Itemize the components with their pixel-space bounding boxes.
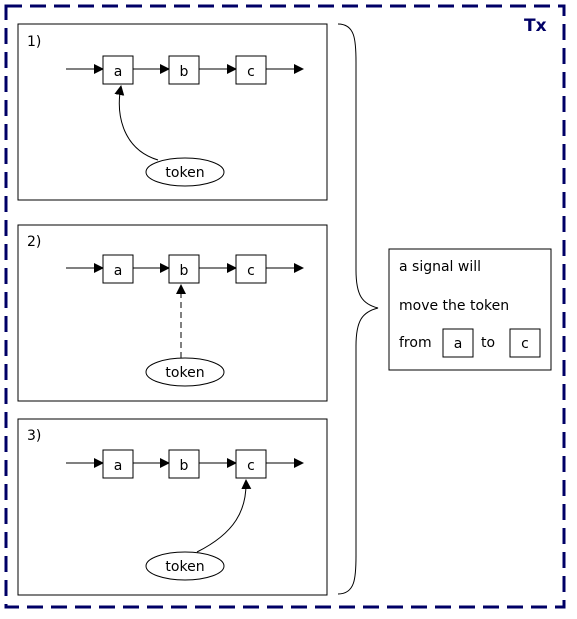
node-c-label: c <box>247 64 255 80</box>
token-label: token <box>165 165 204 181</box>
step-label: 3) <box>27 428 41 444</box>
node-c <box>235 449 267 479</box>
token-ellipse <box>145 157 225 187</box>
curly-brace <box>337 23 379 595</box>
node-b <box>168 55 200 85</box>
panel-2: 2) a b c token <box>17 224 328 402</box>
token-label: token <box>165 559 204 575</box>
node-a <box>102 55 134 85</box>
note-to-node <box>509 328 541 358</box>
node-a <box>102 254 134 284</box>
node-c <box>235 254 267 284</box>
note-from-node-label: a <box>454 336 463 352</box>
node-b-label: b <box>180 263 189 279</box>
node-b-label: b <box>180 458 189 474</box>
note-to-node-label: c <box>521 336 529 352</box>
node-a-label: a <box>114 64 123 80</box>
tx-container <box>4 4 566 609</box>
step-label: 2) <box>27 234 41 250</box>
node-c-label: c <box>247 263 255 279</box>
note-line-1: a signal will <box>399 259 481 275</box>
note-from-node <box>442 328 474 358</box>
tx-label: Tx <box>524 16 547 36</box>
node-a-label: a <box>114 458 123 474</box>
node-b-label: b <box>180 64 189 80</box>
token-label: token <box>165 365 204 381</box>
token-link <box>114 85 159 161</box>
node-a <box>102 449 134 479</box>
note-to-label: to <box>481 335 495 351</box>
node-c <box>235 55 267 85</box>
node-c-label: c <box>247 458 255 474</box>
node-b <box>168 254 200 284</box>
token-link <box>196 479 252 553</box>
node-b <box>168 449 200 479</box>
note-box: a signal will move the token from a to c <box>388 248 552 371</box>
token-ellipse <box>145 357 225 387</box>
step-label: 1) <box>27 34 41 50</box>
node-a-label: a <box>114 263 123 279</box>
note-line-2: move the token <box>399 298 509 314</box>
panel-3: 3) a b c token <box>17 418 328 596</box>
panel-1: 1) a b c token <box>17 23 328 201</box>
note-from-label: from <box>399 335 432 351</box>
token-ellipse <box>145 551 225 581</box>
